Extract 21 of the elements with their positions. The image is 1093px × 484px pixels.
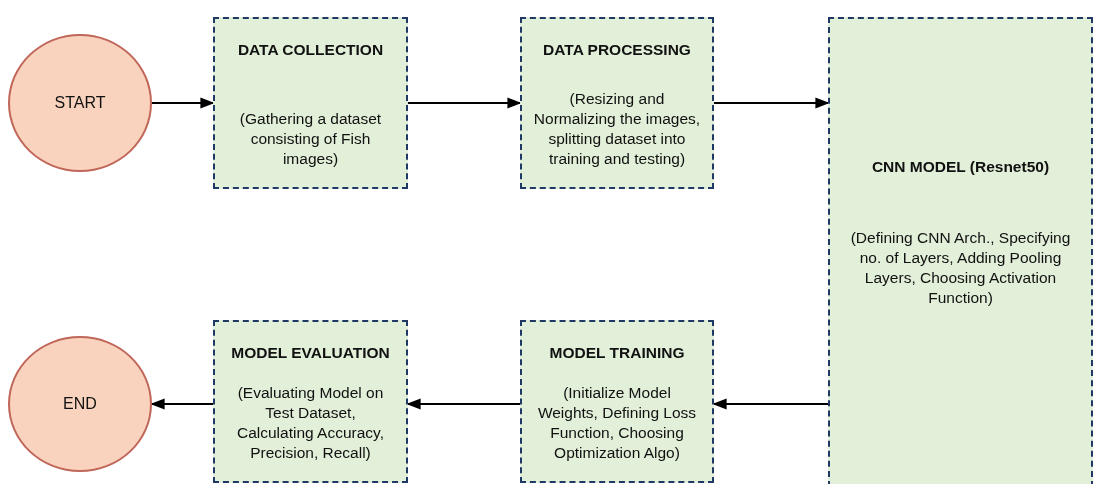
box-description: (Defining CNN Arch., Specifying no. of Layers, Adding Pooling Layers, Choosing Activation Function) xyxy=(849,228,1072,308)
process-box xyxy=(828,17,1093,484)
box-heading: DATA COLLECTION xyxy=(237,41,384,59)
arrow xyxy=(150,398,214,410)
box-description: (Evaluating Model on Test Dataset, Calculating Accuracy, Precision, Recall) xyxy=(236,383,385,463)
arrow xyxy=(713,97,830,109)
arrow xyxy=(151,97,215,109)
box-description: (Initialize Model Weights, Defining Loss Function, Choosing Optimization Algo) xyxy=(536,383,698,463)
box-heading: MODEL TRAINING xyxy=(549,344,685,362)
process-box xyxy=(520,320,714,483)
arrow xyxy=(407,97,522,109)
process-box xyxy=(520,17,714,189)
process-box xyxy=(213,320,408,483)
box-description: (Resizing and Normalizing the images, splitting dataset into training and testing) xyxy=(532,89,702,169)
box-heading: CNN MODEL (Resnet50) xyxy=(871,158,1050,176)
box-heading: DATA PROCESSING xyxy=(543,41,691,59)
box-heading: MODEL EVALUATION xyxy=(231,344,390,362)
process-box xyxy=(213,17,408,189)
terminal-label: START xyxy=(54,94,106,112)
box-description: (Gathering a dataset consisting of Fish images) xyxy=(238,109,383,169)
terminal-label: END xyxy=(63,395,97,413)
